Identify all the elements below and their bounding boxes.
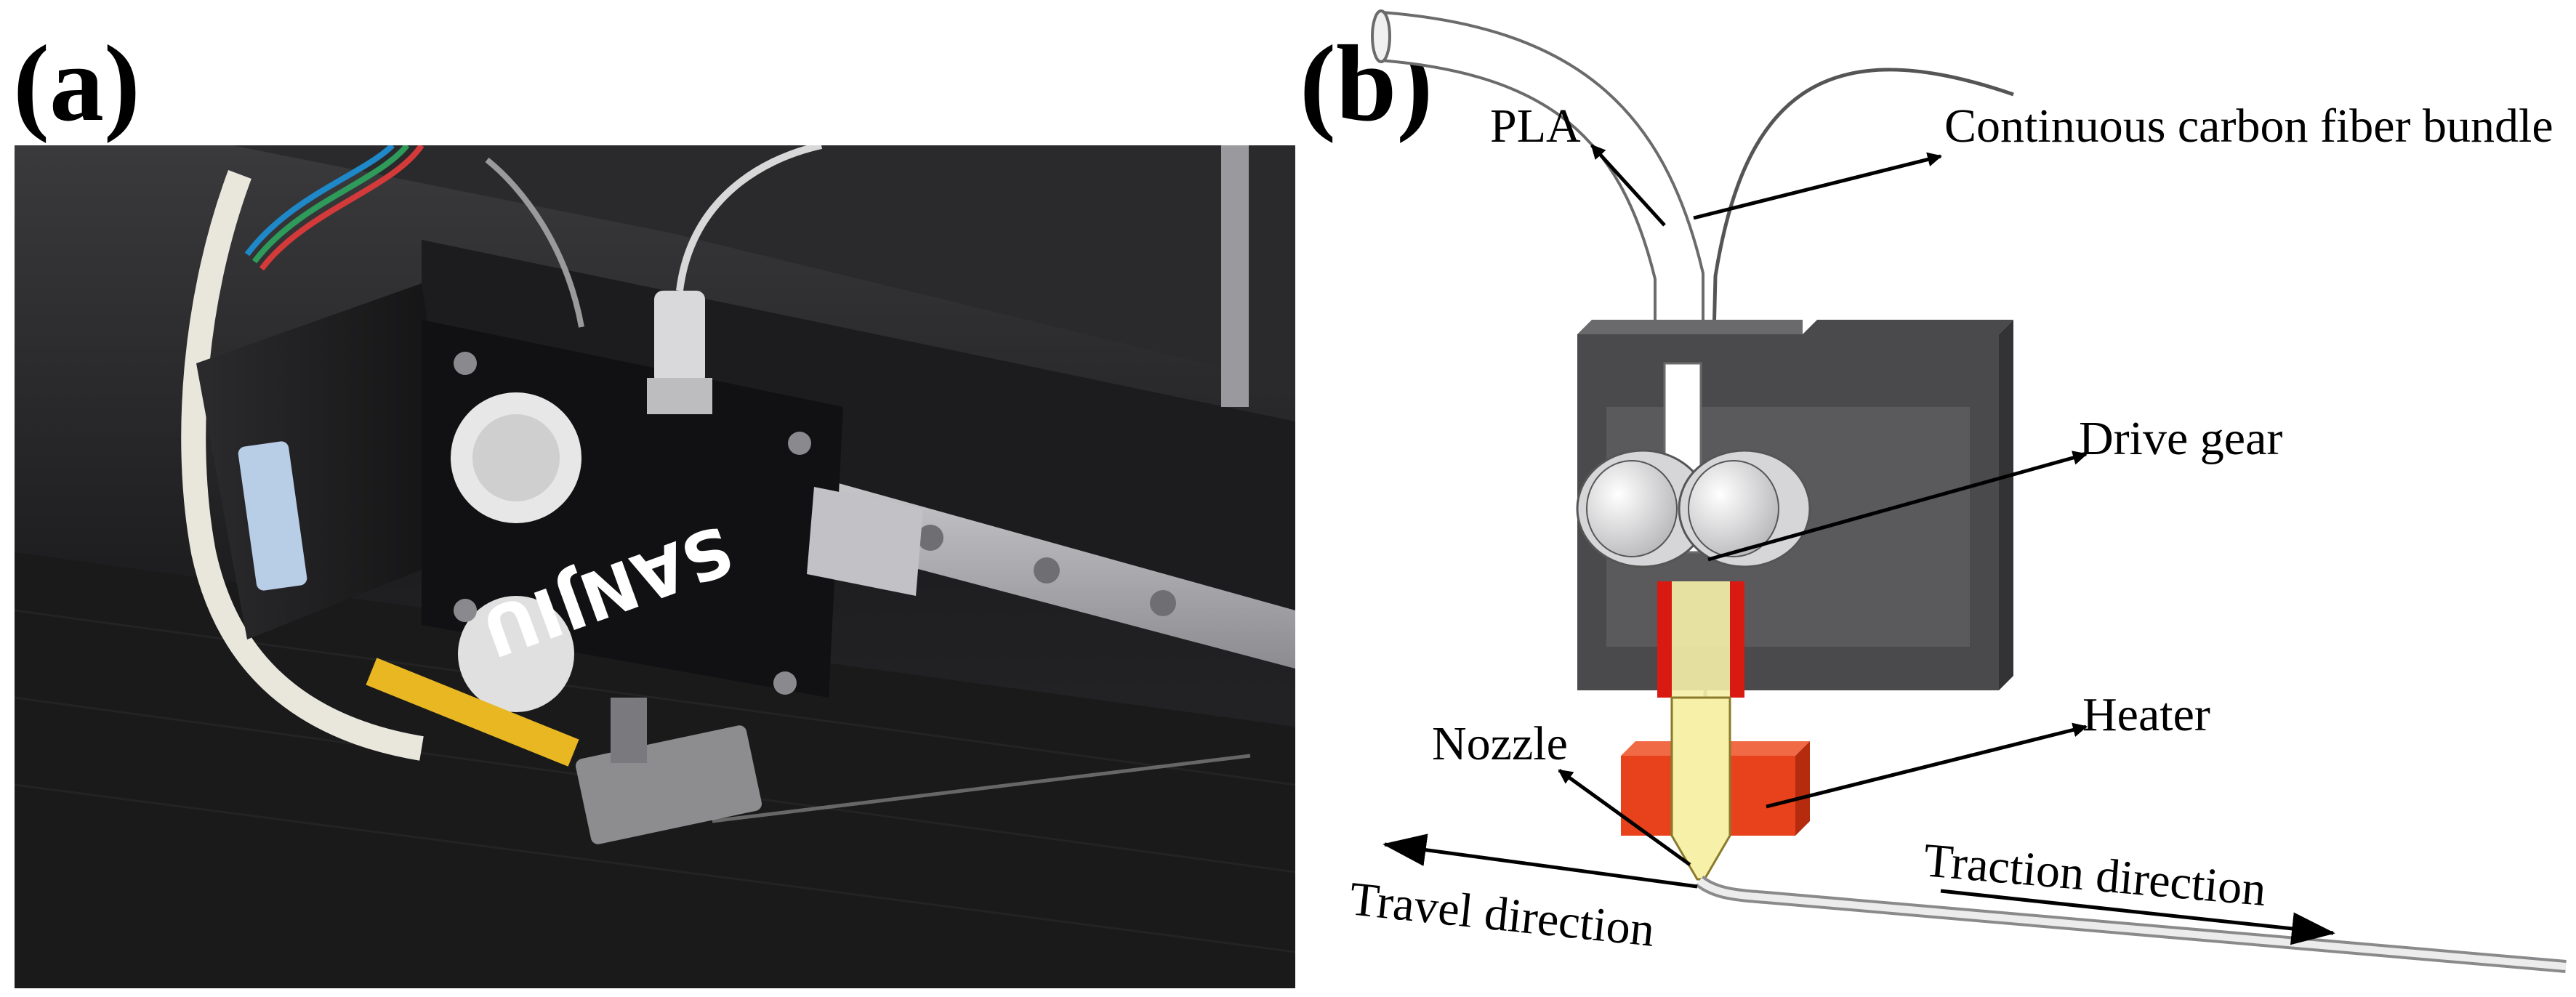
drive-gear-right — [1678, 449, 1811, 568]
panel-label-a: (a) — [13, 23, 140, 144]
pla-tube — [1371, 9, 1704, 378]
drive-gear-leader — [1707, 451, 2088, 562]
traction-label: Traction direction — [1922, 833, 2269, 916]
travel-direction-arrow — [1382, 833, 1698, 889]
traction-direction-arrow — [1940, 889, 2335, 945]
nozzle-tip — [1670, 696, 1731, 881]
nozzle-label: Nozzle — [1432, 717, 1568, 770]
fiber-label: Continuous carbon fiber bundle — [1944, 100, 2553, 153]
heater-leader — [1766, 722, 2088, 809]
fiber-leader — [1693, 152, 1942, 220]
pla-leader — [1590, 144, 1666, 227]
nozzle-tube — [1657, 581, 1744, 698]
carbon-fiber-bundle — [1699, 68, 2014, 873]
drive-gear-label: Drive gear — [2079, 412, 2282, 465]
drive-gear-left — [1576, 449, 1710, 568]
nozzle-leader — [1558, 768, 1691, 867]
heater-label: Heater — [2082, 688, 2210, 741]
extruder-photo: SANJIU — [15, 145, 1295, 988]
extrusion-diagram: PLA Continuous carbon fiber bundle Drive… — [1347, 9, 2567, 973]
travel-label: Travel direction — [1347, 872, 1657, 957]
pla-label: PLA — [1490, 100, 1581, 153]
